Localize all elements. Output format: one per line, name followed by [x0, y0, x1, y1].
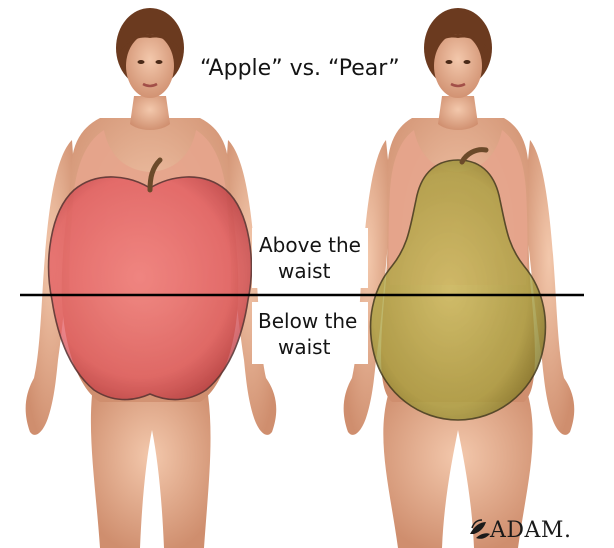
pear-figure-neck [438, 96, 478, 130]
apple-figure-right-eye [156, 60, 163, 64]
pear-figure-right-eye [464, 60, 471, 64]
apple-shape-overlay [49, 177, 252, 400]
apple-figure-neck [130, 96, 170, 130]
pear-figure-left-eye [446, 60, 453, 64]
apple-figure-face [126, 34, 174, 98]
apple-figure-legs [91, 395, 211, 548]
diagram-title: “Apple” vs. “Pear” [200, 56, 400, 81]
pear-figure-face [434, 34, 482, 98]
above-waist-label-line2: waist [278, 259, 330, 283]
adam-logo-text: ADAM. [490, 518, 571, 543]
apple-figure-left-eye [138, 60, 145, 64]
below-waist-label-line1: Below the [258, 309, 357, 333]
apple-figure [26, 8, 277, 548]
below-waist-label-line2: waist [278, 335, 330, 359]
above-waist-label-line1: Above the [259, 233, 361, 257]
pear-figure [344, 8, 575, 548]
